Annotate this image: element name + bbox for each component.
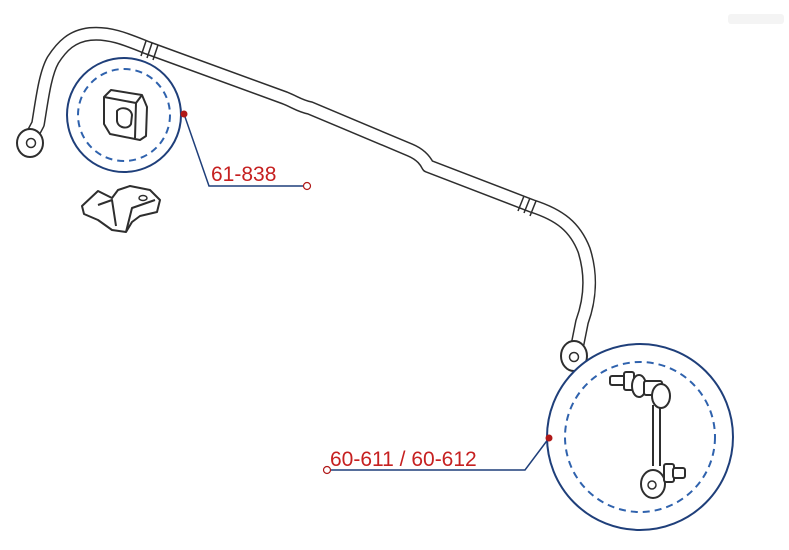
callout-bushing: 61-838: [66, 57, 312, 191]
bar-end-eye-left: [16, 128, 44, 158]
end-link-part: [609, 371, 686, 499]
mounting-bracket: [81, 185, 161, 233]
bar-grip-marks-left: [140, 40, 159, 61]
leader-dot-end-link: [545, 434, 553, 442]
leader-end-ring-end-link: [322, 465, 332, 475]
callout-circle-end-link: [546, 343, 734, 531]
leader-dot-bushing: [180, 110, 188, 118]
leader-line-end-link: [331, 437, 550, 471]
corner-mark: [728, 14, 784, 24]
leader-end-ring-bushing: [302, 181, 312, 191]
leader-line-bushing: [183, 113, 303, 187]
sway-bar: [23, 26, 597, 359]
part-number-end-link: 60-611 / 60-612: [330, 448, 477, 471]
callout-end-link: 60-611 / 60-612: [322, 343, 734, 531]
part-number-bushing: 61-838: [211, 163, 276, 186]
bushing-part: [103, 89, 148, 141]
bar-grip-marks-right: [517, 195, 537, 217]
callout-dashed-ring-bushing: [77, 68, 171, 162]
callout-dashed-ring-end-link: [564, 361, 716, 513]
